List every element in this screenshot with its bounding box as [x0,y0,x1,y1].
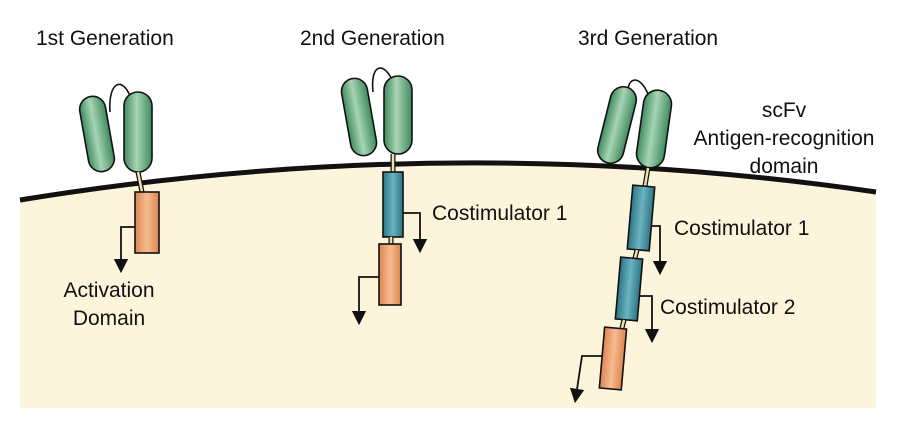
receptor-gen1 [78,83,160,274]
activation-label-line1: Activation [63,279,155,302]
costimulator-1-box [626,184,656,252]
gen3-costimulator-1-label: Costimulator 1 [674,217,810,240]
scfv-linker-loop [109,83,131,113]
scfv-label: scFv Antigen-recognition domain [676,99,892,179]
costimulator-2-box [614,256,644,322]
scfv-heavy-chain [78,95,116,173]
activation-domain-label: Activation Domain [48,279,170,331]
signal-arrow [351,276,379,326]
scfv-label-line2: Antigen-recognition [693,127,875,150]
cytoplasm-region [20,162,876,408]
gen2-costimulator-1-label: Costimulator 1 [432,202,568,225]
gen3-title: 3rd Generation [578,27,719,50]
cell-membrane [19,160,877,203]
activation-domain-box [378,243,402,306]
signal-arrow [113,226,135,274]
gen3-costimulator-2-label: Costimulator 2 [660,296,796,319]
activation-domain-box [134,191,160,254]
signal-arrow [403,212,428,254]
receptor-gen2 [340,67,428,326]
signal-arrow [640,295,660,344]
scfv-light-chain [123,91,153,173]
scfv-linker-loop [371,67,394,93]
activation-domain-box [598,326,628,391]
signal-arrow [652,225,668,276]
scfv-light-chain [383,75,413,155]
scfv-heavy-chain [340,77,378,157]
scfv-label-line3: domain [749,155,819,178]
costimulator-1-box [382,171,404,238]
scfv-light-chain [635,89,673,169]
activation-label-line2: Domain [72,307,146,330]
signal-arrow [569,355,602,404]
gen1-title: 1st Generation [36,27,174,50]
scfv-heavy-chain [596,85,638,165]
receptor-gen3 [569,79,673,404]
scfv-label-line1: scFv [761,99,807,122]
gen2-title: 2nd Generation [300,27,445,50]
